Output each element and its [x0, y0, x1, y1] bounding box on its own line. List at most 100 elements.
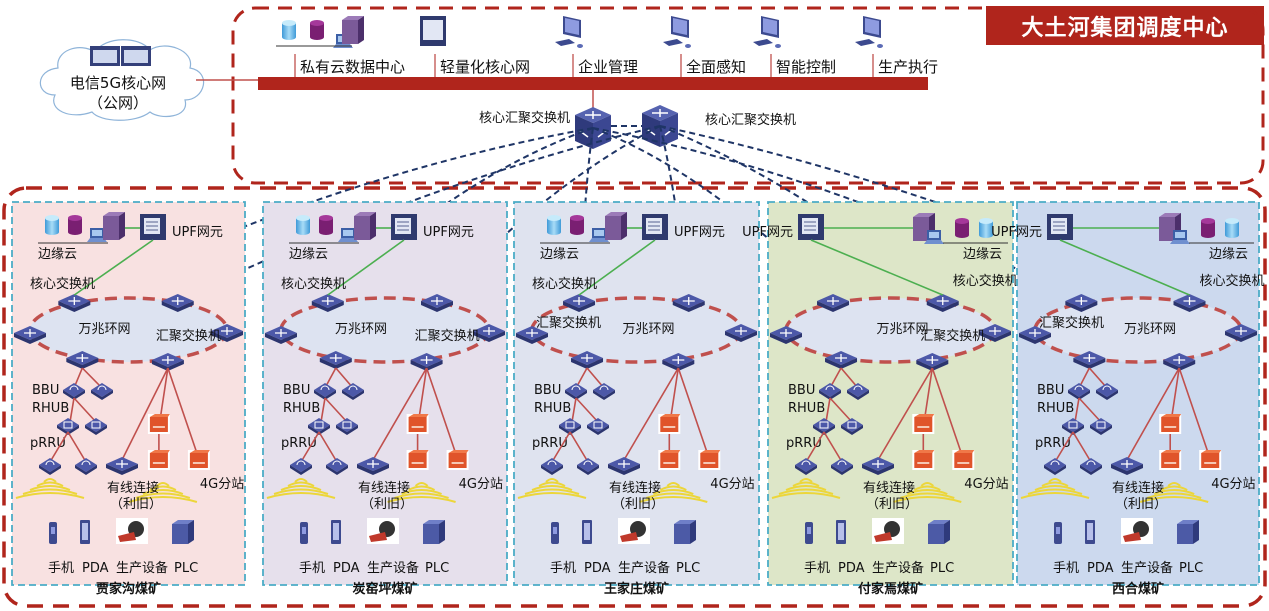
ring-switch-icon [1225, 324, 1257, 342]
4g-station-label: 4G分站 [964, 477, 1008, 492]
prru-icon [1044, 458, 1066, 475]
ring-switch-icon [1019, 326, 1051, 344]
server-tower-icon [605, 212, 627, 240]
device-label: PLC [425, 561, 449, 576]
wireless-coverage-icon [1139, 482, 1209, 503]
4g-station-icon [1199, 450, 1222, 470]
wired-note-label: （利旧） [866, 497, 918, 512]
bbu-switch-icon [571, 351, 604, 369]
server-tower-icon [354, 212, 376, 240]
upf-label: UPF网元 [742, 225, 793, 240]
4g-station-icon [147, 414, 170, 434]
laptop-icon [338, 228, 358, 242]
prru-label: pRRU [281, 436, 317, 451]
4g-station-label: 4G分站 [710, 477, 754, 492]
ring-label: 万兆环网 [622, 322, 674, 337]
bus-item: 生产执行 [855, 16, 938, 77]
rhub-label: RHUB [283, 401, 320, 416]
core-switch-label: 核心交换机 [281, 276, 346, 292]
computer-icon [855, 16, 883, 48]
link-line [425, 367, 458, 457]
device-label: 生产设备 [1121, 560, 1173, 576]
4g-station-icon [912, 414, 935, 434]
4g-station-icon [952, 450, 975, 470]
4g-station-icon [912, 450, 935, 470]
pda-icon [1085, 520, 1095, 544]
wired-switch-icon [1111, 457, 1143, 475]
database-icon [296, 215, 310, 235]
wired-label: 有线连接 [358, 480, 410, 496]
aggregation-switch-label: 汇聚交换机 [415, 328, 480, 344]
mine-panel: 边缘云UPF网元核心交换机万兆环网汇聚交换机BBURHUBpRRU4G分站有线连… [11, 201, 246, 597]
pda-icon [836, 520, 846, 544]
wired-note-label: （利旧） [110, 497, 162, 512]
bus-item-label: 智能控制 [776, 58, 836, 76]
4g-station-label: 4G分站 [200, 477, 244, 492]
rhub-label: RHUB [788, 401, 825, 416]
device-label: PDA [1087, 561, 1114, 576]
device-label: 手机 [804, 561, 830, 576]
link-line [372, 367, 428, 461]
phone-icon [1054, 522, 1062, 544]
upf-server-icon [798, 214, 824, 240]
device-label: 生产设备 [872, 560, 924, 576]
production-equipment-icon [116, 518, 148, 544]
wired-label: 有线连接 [863, 480, 915, 496]
bbu-switch-icon [66, 351, 99, 369]
link-line [1072, 431, 1092, 463]
edge-cloud-label: 边缘云 [1209, 247, 1248, 262]
wireless-coverage-icon [15, 478, 85, 499]
prru-icon [1080, 458, 1102, 475]
core-switch-label: 核心交换机 [30, 276, 95, 292]
upf-label: UPF网元 [991, 225, 1042, 240]
wireless-coverage-icon [517, 478, 587, 499]
core-switch-icon [817, 294, 850, 312]
bbu-label: BBU [1037, 383, 1064, 398]
upf-server-icon [140, 214, 166, 240]
mines-frame [2, 186, 1267, 608]
mine-panel: 边缘云UPF网元核心交换机万兆环网汇聚交换机BBURHUBpRRU4G分站有线连… [991, 201, 1265, 597]
mine-name: 西合煤矿 [1112, 581, 1164, 597]
device-label: 生产设备 [618, 560, 670, 576]
device-label: PLC [930, 561, 954, 576]
4g-station-icon [658, 414, 681, 434]
edge-cloud-label: 边缘云 [963, 247, 1002, 262]
upf-label: UPF网元 [172, 225, 223, 240]
prru-icon [326, 458, 348, 475]
rhub-icon [336, 418, 358, 435]
rhub-icon [85, 418, 107, 435]
bbu-label: BBU [788, 383, 815, 398]
link-line [1054, 431, 1074, 463]
device-label: PDA [584, 561, 611, 576]
wired-label: 有线连接 [609, 480, 661, 496]
public-network-label-2: （公网） [88, 94, 148, 112]
link-line [586, 367, 605, 389]
core-switch-icon [161, 294, 194, 312]
upf-server-icon [642, 214, 668, 240]
core-switch-icon [1065, 294, 1098, 312]
wired-switch-icon [106, 457, 138, 475]
ring-label: 万兆环网 [876, 322, 928, 337]
computer-icon [753, 16, 781, 48]
4g-station-icon [658, 450, 681, 470]
core-switch-icon [672, 294, 705, 312]
edge-cloud-cluster [540, 212, 627, 244]
database-icon [319, 215, 333, 235]
device-label: PLC [1179, 561, 1203, 576]
mine-panel: 边缘云UPF网元核心交换机万兆环网汇聚交换机BBURHUBpRRU4G分站有线连… [262, 201, 508, 597]
ring-label: 万兆环网 [335, 322, 387, 337]
laptop-icon [589, 228, 609, 242]
production-equipment-icon [1121, 518, 1153, 544]
prru-icon [795, 458, 817, 475]
production-equipment-icon [367, 518, 399, 544]
link-line [805, 431, 825, 463]
database-icon [45, 215, 59, 235]
ring-switch-icon [725, 324, 757, 342]
laptop-icon [924, 230, 944, 244]
core-switch-label-1: 核心汇聚交换机 [479, 110, 570, 126]
core-switch-icon [311, 294, 344, 312]
uplink-line [659, 125, 944, 302]
wireless-coverage-icon [1020, 478, 1090, 499]
link-line [1178, 367, 1210, 457]
rhub-label: RHUB [32, 401, 69, 416]
